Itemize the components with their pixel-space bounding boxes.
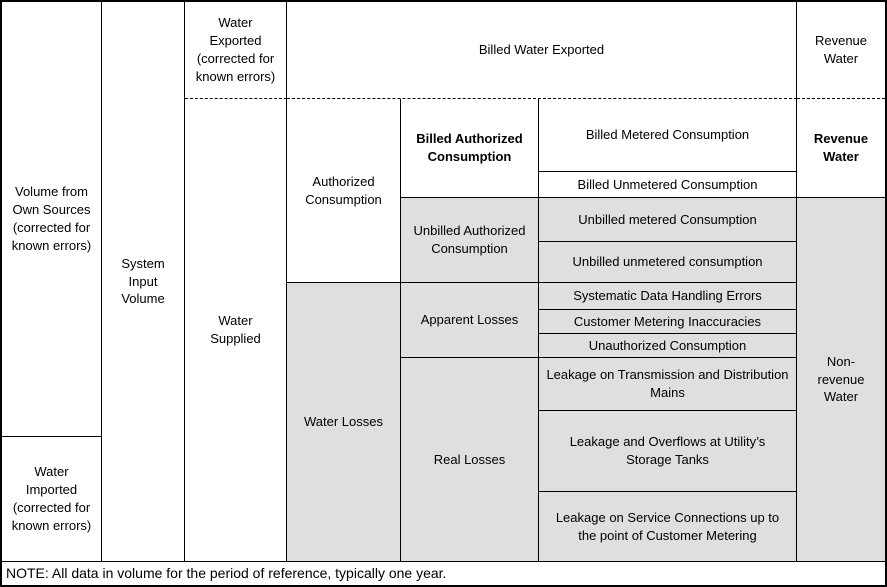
cell-unbilled-authorized-consumption: Unbilled Authorized Consumption [401, 198, 539, 283]
cell-leakage-transmission-mains: Leakage on Transmission and Distribution… [539, 358, 797, 411]
cell-billed-unmetered-consumption: Billed Unmetered Consumption [539, 172, 797, 198]
cell-apparent-losses: Apparent Losses [401, 283, 539, 358]
cell-revenue-water-top: Revenue Water [797, 2, 885, 99]
cell-leakage-service-connections: Leakage on Service Connections up to the… [539, 492, 797, 562]
footnote: NOTE: All data in volume for the period … [2, 562, 885, 585]
cell-system-input-volume: System Input Volume [102, 2, 185, 562]
cell-authorized-consumption: Authorized Consumption [287, 99, 401, 283]
cell-volume-from-own-sources: Volume from Own Sources (corrected for k… [2, 2, 102, 437]
cell-systematic-data-handling-errors: Systematic Data Handling Errors [539, 283, 797, 310]
cell-billed-water-exported: Billed Water Exported [287, 2, 797, 99]
cell-unauthorized-consumption: Unauthorized Consumption [539, 334, 797, 358]
cell-revenue-water: Revenue Water [797, 99, 885, 198]
cell-water-supplied: Water Supplied [185, 99, 287, 562]
cell-real-losses: Real Losses [401, 358, 539, 562]
cell-water-exported: Water Exported (corrected for known erro… [185, 2, 287, 99]
cell-unbilled-unmetered-consumption: Unbilled unmetered consumption [539, 242, 797, 283]
cell-unbilled-metered-consumption: Unbilled metered Consumption [539, 198, 797, 242]
cell-leakage-storage-tanks: Leakage and Overflows at Utility’s Stora… [539, 411, 797, 492]
cell-non-revenue-water: Non-revenue Water [797, 198, 885, 562]
cell-billed-authorized-consumption: Billed Authorized Consumption [401, 99, 539, 198]
cell-water-losses: Water Losses [287, 283, 401, 562]
cell-customer-metering-inaccuracies: Customer Metering Inaccuracies [539, 310, 797, 334]
cell-water-imported: Water Imported (corrected for known erro… [2, 437, 102, 562]
cell-billed-metered-consumption: Billed Metered Consumption [539, 99, 797, 172]
